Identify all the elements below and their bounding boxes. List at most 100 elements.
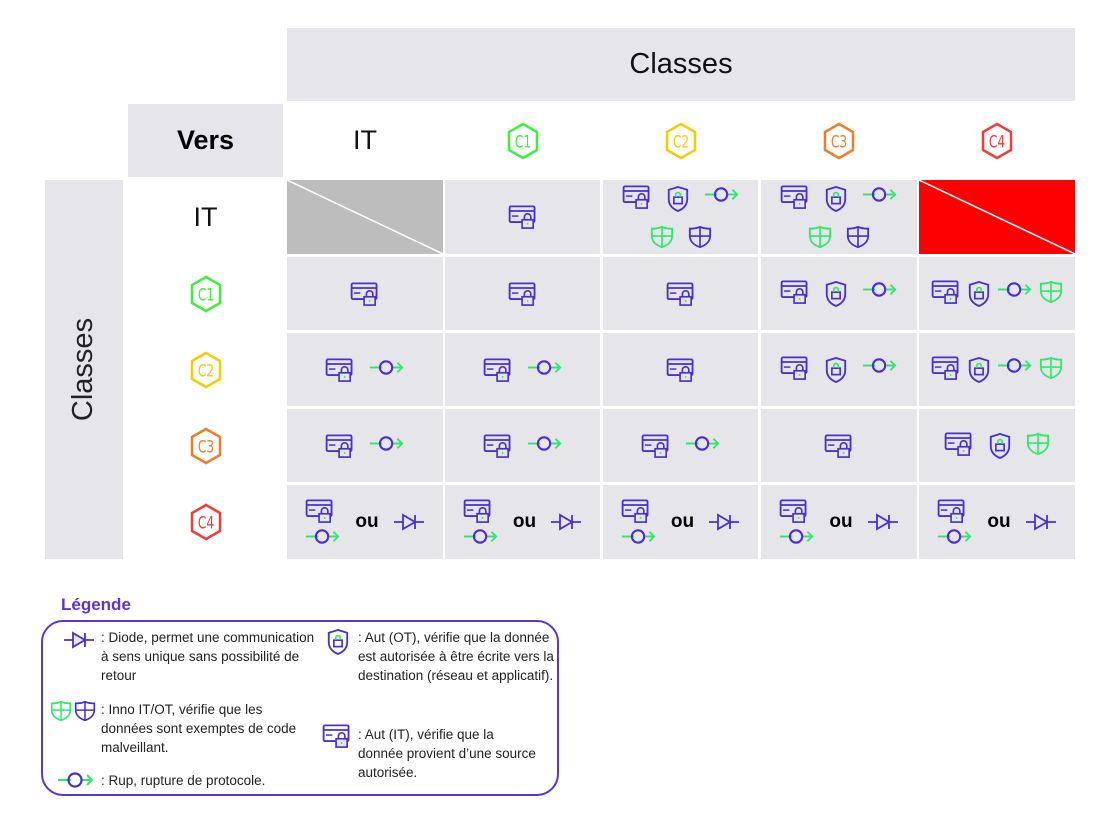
diode-icon bbox=[708, 512, 740, 532]
header-label: IT bbox=[193, 201, 218, 232]
class-badge-c3-icon: C3 bbox=[823, 122, 855, 159]
matrix-cell-it-to-c1 bbox=[445, 180, 600, 254]
aut-it-icon bbox=[944, 432, 974, 456]
matrix-cell-c2-to-c3 bbox=[761, 333, 917, 406]
or-label: ou bbox=[670, 511, 695, 532]
badge-label: C1 bbox=[514, 132, 530, 152]
matrix-cell-c1-to-c1 bbox=[445, 257, 600, 330]
matrix-cell-c3-to-c1 bbox=[445, 409, 600, 482]
class-badge-c4-icon: C4 bbox=[981, 122, 1013, 159]
diagonal-line bbox=[287, 180, 443, 254]
aut-it-icon bbox=[666, 358, 696, 382]
aut-it-icon bbox=[622, 185, 652, 209]
row-header-c1: C1 bbox=[128, 257, 283, 330]
inno-green-icon bbox=[808, 225, 832, 249]
aut-it-icon bbox=[780, 280, 810, 304]
aut-it-icon bbox=[931, 356, 961, 380]
rup-icon bbox=[527, 434, 563, 453]
rup-icon bbox=[369, 434, 405, 453]
aut-ot-icon bbox=[824, 280, 848, 308]
matrix-cell-it-to-c3 bbox=[761, 180, 917, 254]
aut-it-icon bbox=[305, 499, 335, 523]
inno-green-icon bbox=[50, 700, 72, 722]
badge-label: C2 bbox=[672, 132, 688, 152]
or-label: ou bbox=[829, 511, 853, 532]
aut-it-icon bbox=[508, 282, 538, 306]
rup-icon bbox=[463, 527, 499, 546]
rup-icon bbox=[997, 280, 1033, 299]
matrix-cell-c1-to-it bbox=[287, 257, 443, 330]
or-label: ou bbox=[355, 511, 379, 532]
rup-icon bbox=[305, 527, 341, 546]
diode-icon bbox=[550, 512, 582, 532]
aut-it-icon bbox=[325, 358, 355, 382]
rup-icon bbox=[57, 770, 95, 790]
matrix-cell-c2-to-it bbox=[287, 333, 443, 406]
aut-ot-icon bbox=[988, 432, 1012, 460]
matrix-cell-c4-to-c1: ou bbox=[445, 485, 600, 559]
legend: : Diode, permet une communication à sens… bbox=[41, 620, 559, 796]
inno-blue-icon bbox=[74, 700, 96, 722]
matrix-cell-c3-to-c2 bbox=[603, 409, 758, 482]
rup-icon bbox=[862, 185, 898, 204]
aut-it-icon bbox=[508, 205, 538, 229]
badge-label: C1 bbox=[197, 285, 213, 305]
matrix-cell-c2-to-c1 bbox=[445, 333, 600, 406]
rup-icon bbox=[527, 358, 563, 377]
column-header-c1: C1 bbox=[445, 104, 600, 177]
badge-label: C2 bbox=[197, 361, 213, 381]
diode-icon bbox=[1025, 512, 1057, 532]
aut-ot-icon bbox=[967, 280, 991, 308]
inno-green-icon bbox=[1039, 356, 1063, 380]
class-badge-c2-icon: C2 bbox=[190, 351, 221, 388]
row-header-c3: C3 bbox=[128, 409, 283, 482]
matrix-cell-c1-to-c2 bbox=[603, 257, 758, 330]
row-header-it: IT bbox=[128, 180, 283, 254]
aut-it-icon bbox=[937, 499, 967, 523]
aut-ot-icon bbox=[326, 628, 350, 656]
vers-header: Vers bbox=[128, 104, 283, 177]
row-header-c4: C4 bbox=[128, 485, 283, 559]
rup-icon bbox=[779, 527, 815, 546]
aut-ot-icon bbox=[666, 185, 690, 213]
matrix-cell-c1-to-c4 bbox=[919, 257, 1075, 330]
matrix-cell-c4-to-c4: ou bbox=[919, 485, 1075, 559]
aut-it-icon bbox=[350, 282, 380, 306]
matrix-cell-c2-to-c4 bbox=[919, 333, 1075, 406]
rup-icon bbox=[704, 185, 740, 204]
aut-it-icon bbox=[322, 724, 352, 748]
or-label: ou bbox=[512, 511, 537, 532]
rup-icon bbox=[369, 358, 405, 377]
aut-it-icon bbox=[824, 434, 854, 458]
column-header-c2: C2 bbox=[603, 104, 758, 177]
header-title: Classes bbox=[629, 48, 733, 80]
diode-icon bbox=[867, 512, 899, 532]
row-header-c2: C2 bbox=[128, 333, 283, 406]
badge-label: C4 bbox=[989, 132, 1005, 152]
matrix-cell-c3-to-c4 bbox=[919, 409, 1075, 482]
vers-label: Vers bbox=[176, 125, 235, 155]
matrix-cell-c4-to-it: ou bbox=[287, 485, 443, 559]
inno-green-icon bbox=[1039, 280, 1063, 304]
column-header-c4: C4 bbox=[919, 104, 1075, 177]
aut-it-icon bbox=[779, 499, 809, 523]
aut-it-icon bbox=[780, 356, 810, 380]
legend-diode: : Diode, permet une communication à sens… bbox=[101, 630, 315, 683]
legend-title: Légende bbox=[61, 595, 131, 614]
badge-label: C3 bbox=[197, 437, 213, 457]
inno-blue-icon bbox=[688, 225, 712, 249]
rup-icon bbox=[997, 356, 1033, 375]
matrix-cell-c3-to-c3 bbox=[761, 409, 917, 482]
not-applicable-cell bbox=[287, 180, 443, 254]
class-badge-c2-icon: C2 bbox=[665, 122, 696, 159]
inno-blue-icon bbox=[846, 225, 870, 249]
inno-green-icon bbox=[650, 225, 674, 249]
aut-it-icon bbox=[780, 185, 810, 209]
aut-it-icon bbox=[621, 499, 651, 523]
column-header-c3: C3 bbox=[761, 104, 917, 177]
matrix-cell-it-to-c2 bbox=[603, 180, 758, 254]
aut-ot-icon bbox=[824, 356, 848, 384]
rup-icon bbox=[862, 356, 898, 375]
badge-label: C3 bbox=[831, 132, 847, 152]
aut-it-icon bbox=[641, 434, 671, 458]
